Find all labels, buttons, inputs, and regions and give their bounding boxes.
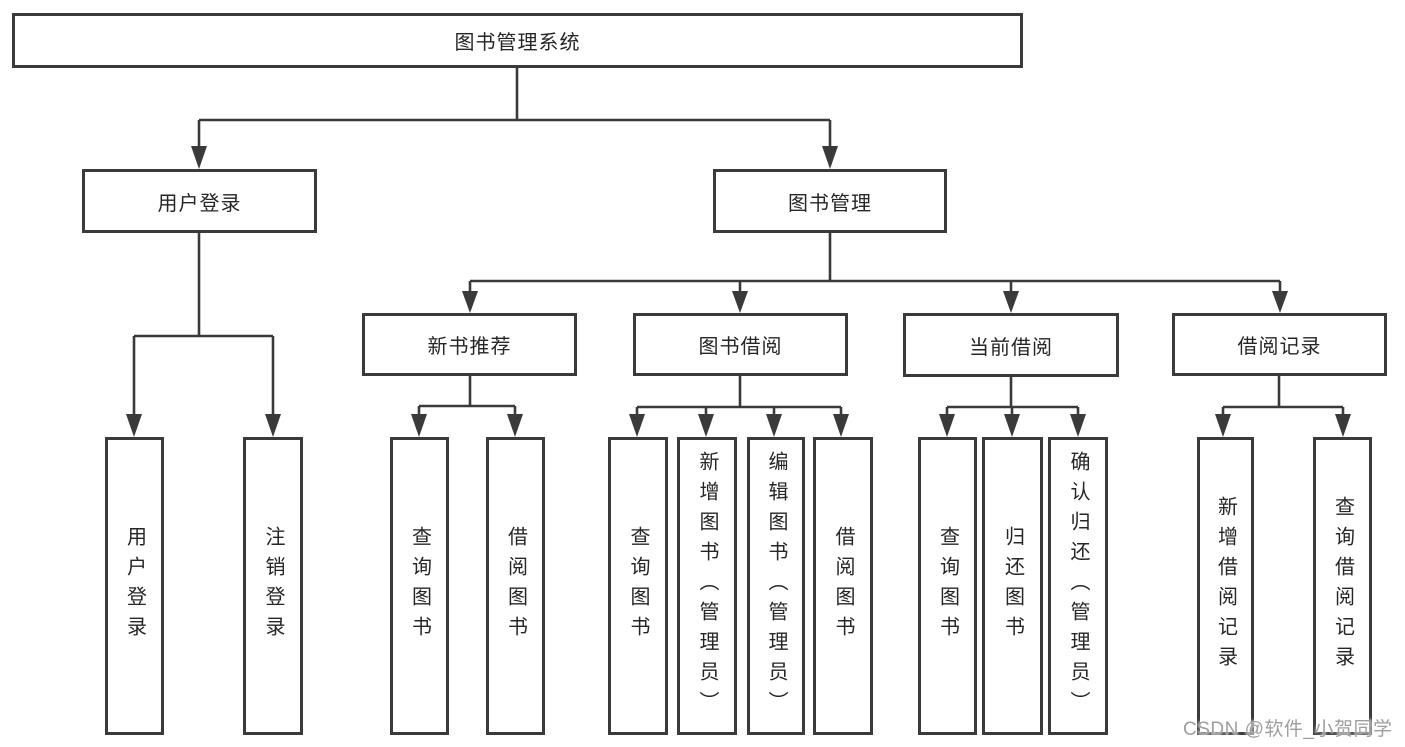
node-library-system: 图书管理系统 [12,13,1023,68]
node-new-book-recommend: 新书推荐 [362,313,577,376]
node-label: 查询借阅记录 [1331,496,1354,676]
node-label: 新增图书（管理员） [696,451,718,721]
node-label: 图书管理系统 [454,32,581,54]
node-label: 编辑图书（管理员） [765,451,787,721]
node-label: 注销登录 [262,526,284,646]
node-logout: 注销登录 [243,437,303,735]
connector-current-borrow [945,375,1080,419]
node-query-borrow-record: 查询借阅记录 [1313,437,1372,735]
node-borrow-records: 借阅记录 [1172,313,1387,376]
node-label: 查询图书 [408,526,431,646]
connector-book-borrow [635,374,843,419]
arrowheads [126,146,1351,437]
connector-new-book [417,374,517,419]
node-borrow-books: 借阅图书 [813,437,873,735]
node-label: 新增借阅记录 [1214,496,1237,676]
node-query-books-current: 查询图书 [918,437,977,735]
node-return-book: 归还图书 [982,437,1043,735]
node-user-login-leaf: 用户登录 [105,437,164,735]
node-label: 归还图书 [1001,526,1024,646]
node-label: 确认归还（管理员） [1067,451,1089,721]
connector-borrow-records [1221,374,1345,419]
node-edit-book-admin: 编辑图书（管理员） [747,437,805,735]
node-label: 图书借阅 [698,336,783,358]
node-book-management: 图书管理 [713,169,947,233]
node-current-borrow: 当前借阅 [903,313,1119,377]
node-query-books-recommend: 查询图书 [390,437,449,735]
connector-root [197,66,832,149]
node-query-books-borrow: 查询图书 [608,437,668,735]
connector-user-login [132,231,275,419]
node-label: 借阅图书 [504,526,527,646]
node-confirm-return-admin: 确认归还（管理员） [1048,437,1108,735]
node-book-borrow: 图书借阅 [633,313,848,376]
node-add-borrow-record: 新增借阅记录 [1197,437,1254,735]
csdn-watermark: CSDN @软件_小贺同学 [1183,719,1393,740]
connector-book-management [468,231,1282,295]
node-label: 查询图书 [936,526,959,646]
node-label: 查询图书 [627,526,649,646]
node-label: 新书推荐 [427,336,512,358]
node-label: 用户登录 [157,192,242,215]
node-add-book-admin: 新增图书（管理员） [677,437,737,735]
node-label: 图书管理 [788,192,872,215]
node-borrow-books-recommend: 借阅图书 [486,437,545,735]
node-user-login: 用户登录 [82,169,317,233]
node-label: 借阅记录 [1237,336,1322,358]
node-label: 借阅图书 [832,526,854,646]
node-label: 用户登录 [123,526,146,646]
node-label: 当前借阅 [969,336,1053,359]
